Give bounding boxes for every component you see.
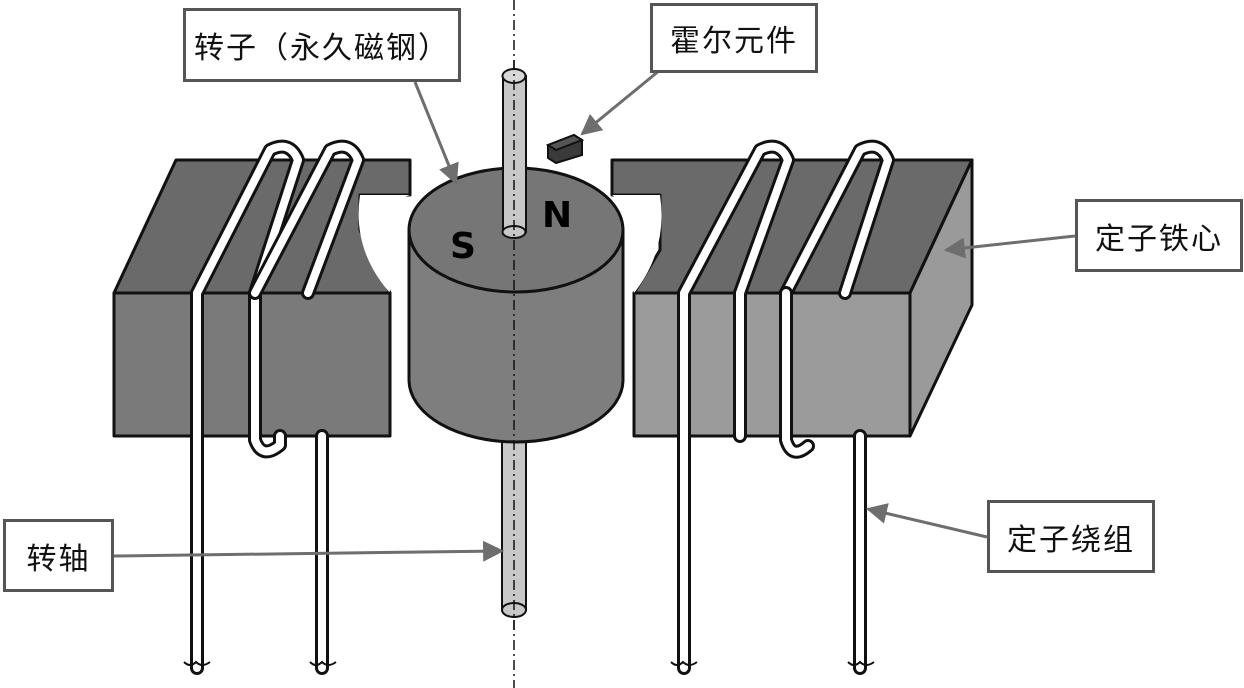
shaft-label: 转轴 bbox=[3, 519, 114, 592]
hall-element-label: 霍尔元件 bbox=[650, 3, 818, 73]
rotor-label: 转子（永久磁钢） bbox=[183, 8, 461, 82]
stator-winding-label: 定子绕组 bbox=[987, 500, 1155, 573]
left-winding bbox=[190, 139, 365, 675]
north-pole-label: N bbox=[542, 195, 572, 236]
shaft-leader bbox=[113, 540, 505, 562]
hall-leader bbox=[580, 68, 661, 136]
stator-core-label: 定子铁心 bbox=[1075, 199, 1243, 272]
wire-ends bbox=[183, 660, 875, 666]
rotor-leader bbox=[413, 81, 459, 185]
south-pole-label: S bbox=[450, 226, 476, 267]
core-leader bbox=[943, 234, 1076, 259]
right-core-front-face bbox=[632, 291, 912, 438]
right-winding bbox=[677, 139, 895, 675]
leader-lines bbox=[113, 68, 1076, 562]
hall-element bbox=[545, 133, 585, 165]
winding-leader bbox=[865, 503, 988, 539]
left-core-pole-shoe bbox=[358, 195, 410, 293]
right-core-pole-shoe bbox=[612, 195, 662, 293]
